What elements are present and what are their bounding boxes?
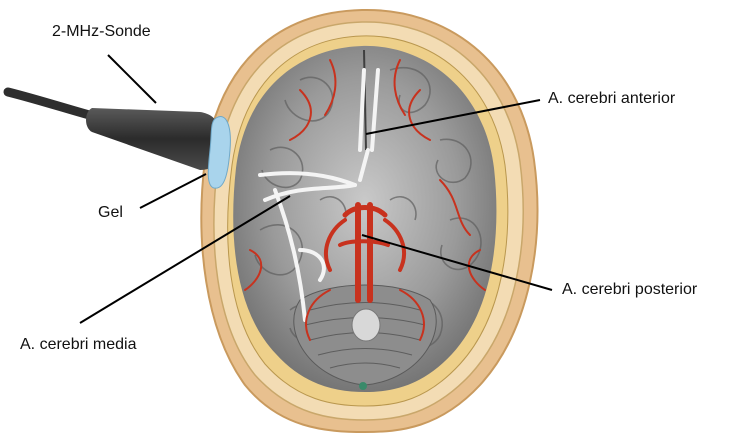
gel-leader-line [140, 174, 206, 208]
probe-label: 2-MHz-Sonde [52, 23, 151, 41]
posterior-artery-label: A. cerebri posterior [562, 281, 697, 299]
occipital-marker [359, 382, 367, 390]
media-artery-label: A. cerebri media [20, 336, 137, 354]
ultrasound-probe [86, 108, 222, 170]
anterior-artery-label: A. cerebri anterior [548, 90, 675, 108]
probe-leader-line [108, 55, 156, 103]
brainstem [352, 309, 380, 341]
gel-label: Gel [98, 204, 123, 222]
probe-cable [8, 92, 100, 118]
